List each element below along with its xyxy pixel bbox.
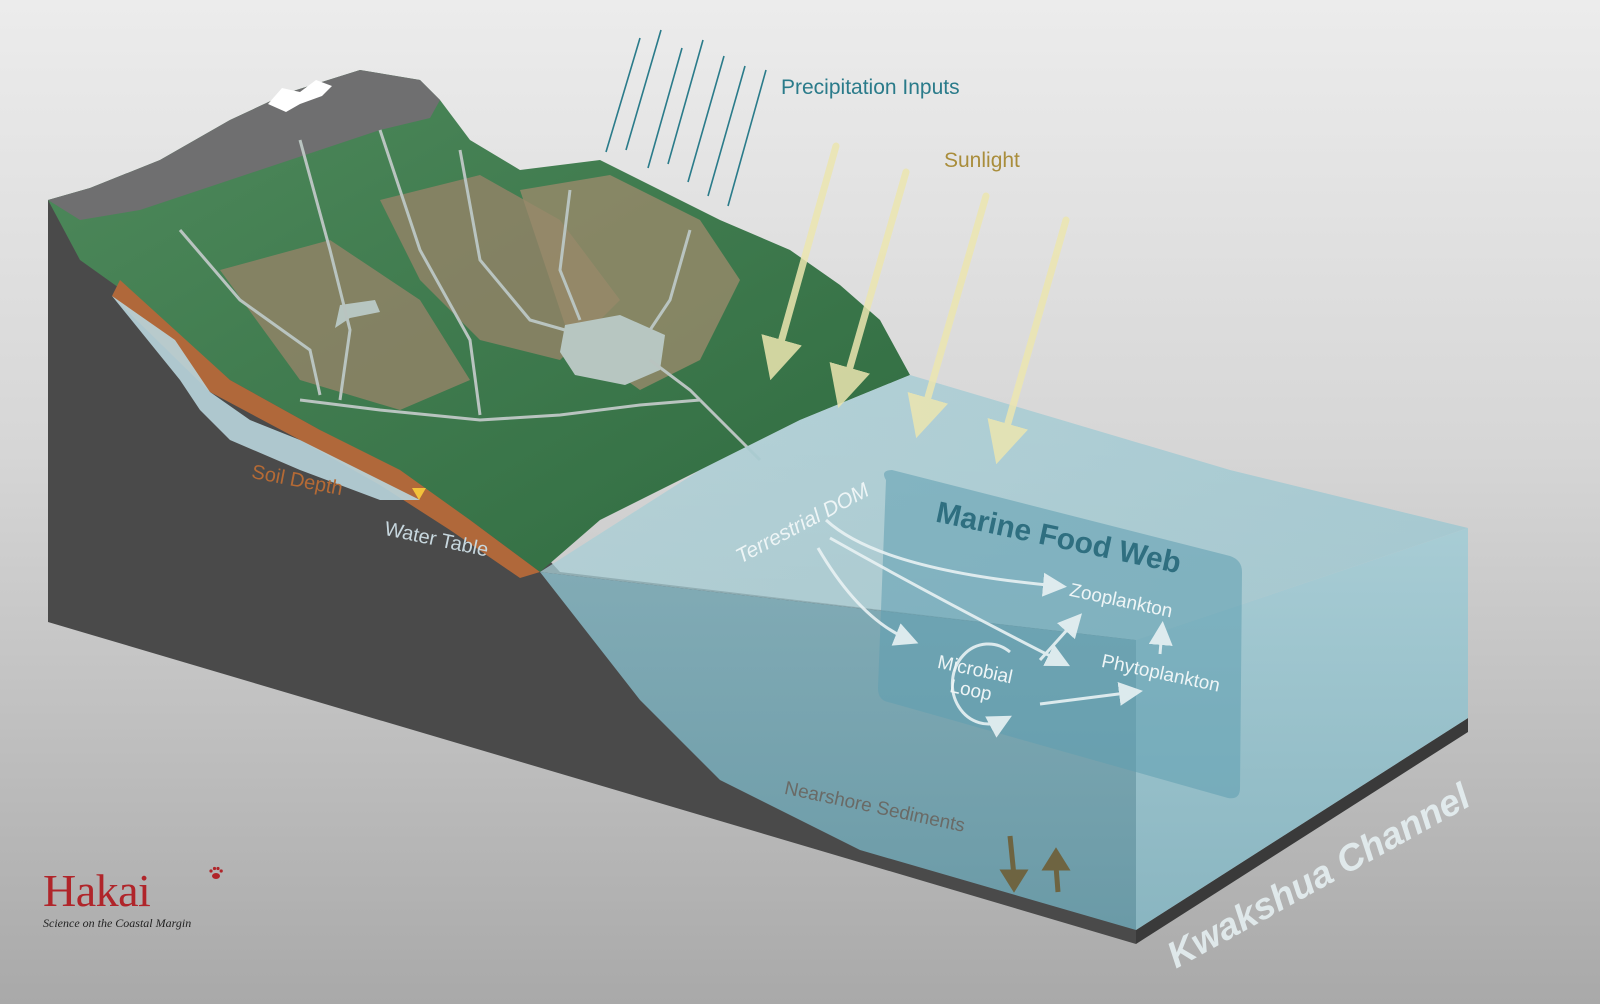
precipitation-label: Precipitation Inputs [781, 76, 960, 100]
paw-icon [208, 866, 224, 880]
sunlight-label: Sunlight [944, 149, 1020, 173]
logo-wordmark: Hakai [43, 868, 191, 914]
logo-tagline: Science on the Coastal Margin [43, 916, 191, 931]
hakai-logo: Hakai Science on the Coastal Margin [43, 868, 191, 931]
